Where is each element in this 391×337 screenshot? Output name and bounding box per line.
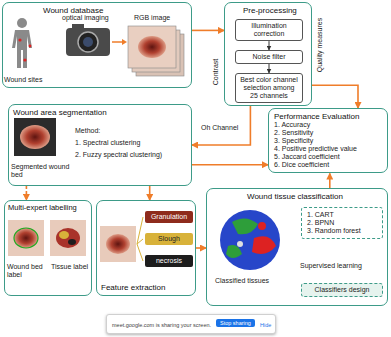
panel-box: Performance Evaluation1. Accuracy2. Sens… bbox=[268, 108, 388, 173]
process-box: Illumination correction bbox=[235, 19, 303, 41]
person-figure bbox=[12, 18, 32, 68]
node-text: 1. CART bbox=[307, 211, 377, 219]
node-text: Segmented wound bed bbox=[11, 163, 71, 179]
flow-arrow bbox=[269, 64, 270, 73]
flow-arrow bbox=[196, 247, 206, 249]
node-text: Classifiers design bbox=[305, 286, 379, 294]
process-box: Noise filter bbox=[235, 50, 303, 64]
node-text: Slough bbox=[148, 235, 190, 243]
node-text: Wound bed label bbox=[7, 263, 51, 279]
panel-box: Wound area segmentationSegmented wound b… bbox=[8, 104, 192, 186]
camera-icon bbox=[66, 24, 127, 56]
panel-title: Wound tissue classification bbox=[247, 192, 343, 201]
rotated-label: Contrast bbox=[212, 59, 220, 85]
node-text: 1. Spectral clustering bbox=[75, 139, 140, 147]
flow-arrow bbox=[329, 174, 331, 189]
node-text: Noise filter bbox=[239, 53, 299, 61]
node-text: Hide bbox=[260, 322, 271, 328]
classified-tissue-map bbox=[220, 210, 280, 270]
node-text: Best color channel selection among 25 ch… bbox=[239, 76, 299, 100]
flow-arrow bbox=[192, 164, 268, 166]
node-text: 2. Sensitivity bbox=[274, 129, 382, 137]
panel-title: Pre-processing bbox=[243, 6, 297, 15]
node-text: 2. BPNN bbox=[307, 219, 377, 227]
label-images bbox=[8, 220, 86, 256]
panel-title: Multi-expert labelling bbox=[8, 204, 90, 213]
rgb-image-stack bbox=[128, 26, 184, 76]
classifier-box: 1. CART2. BPNN3. Random forest bbox=[301, 207, 383, 239]
design-box: Classifiers design bbox=[301, 283, 383, 297]
panel-title: Feature extraction bbox=[101, 283, 165, 292]
node-text: Stop sharing bbox=[220, 320, 251, 326]
process-box: Best color channel selection among 25 ch… bbox=[235, 73, 303, 103]
node-text: 6. Dice coefficient bbox=[274, 161, 382, 169]
segmented-wound-image bbox=[14, 118, 56, 156]
feature-image bbox=[100, 217, 143, 262]
flow-arrow bbox=[269, 41, 270, 50]
panel-box: Wound tissue classificationClassified ti… bbox=[206, 188, 388, 306]
node-text: Tissue label bbox=[51, 263, 91, 271]
panel-title: Performance Evaluation bbox=[274, 112, 382, 121]
node-text: 3. Specificity bbox=[274, 137, 382, 145]
node-text: 5. Jaccard coefficient bbox=[274, 153, 382, 161]
flow-arrow bbox=[312, 85, 358, 108]
node-text: Method: bbox=[75, 127, 100, 135]
panel-box: Multi-expert labellingWound bed labelTis… bbox=[4, 200, 92, 296]
flow-arrow bbox=[192, 30, 224, 32]
panel-box: Feature extraction GranulationSlough necro… bbox=[96, 200, 196, 296]
node-text: Granulation bbox=[148, 213, 190, 221]
node-text: Classified tissues bbox=[215, 277, 289, 285]
node-text: 4. Positive predictive value bbox=[274, 145, 382, 153]
node-text: necrosis bbox=[148, 257, 190, 265]
tissue-box: necrosis bbox=[145, 255, 193, 267]
tissue-box: Slough bbox=[145, 233, 193, 245]
panel-title: Wound database bbox=[43, 6, 103, 15]
node-text: meet.google.com is sharing your screen. bbox=[112, 322, 211, 328]
flow-arrow bbox=[26, 186, 28, 200]
stop-button: Stop sharing bbox=[216, 319, 255, 327]
text-label: Wound sites bbox=[4, 76, 42, 84]
rotated-label: Quality measures bbox=[316, 18, 324, 72]
tissue-box: Granulation bbox=[145, 211, 193, 223]
node-text: 3. Random forest bbox=[307, 227, 377, 235]
text-label: RGB image bbox=[134, 14, 170, 22]
text-label: Supervised learning bbox=[300, 262, 362, 270]
panel-title: Wound area segmentation bbox=[13, 108, 107, 117]
flow-arrow bbox=[192, 106, 250, 145]
edge-label: Oh Channel bbox=[200, 124, 239, 132]
node-text: 2. Fuzzy spectral clustering) bbox=[75, 151, 162, 159]
panel-box: Pre-processingIllumination correctionNoi… bbox=[224, 2, 312, 106]
node-text: 1. Accuracy bbox=[274, 121, 382, 129]
share-bar: meet.google.com is sharing your screen. H… bbox=[106, 314, 276, 334]
flow-arrow bbox=[149, 186, 151, 200]
text-label: optical imaging bbox=[62, 14, 109, 22]
node-text: Illumination correction bbox=[239, 22, 299, 38]
